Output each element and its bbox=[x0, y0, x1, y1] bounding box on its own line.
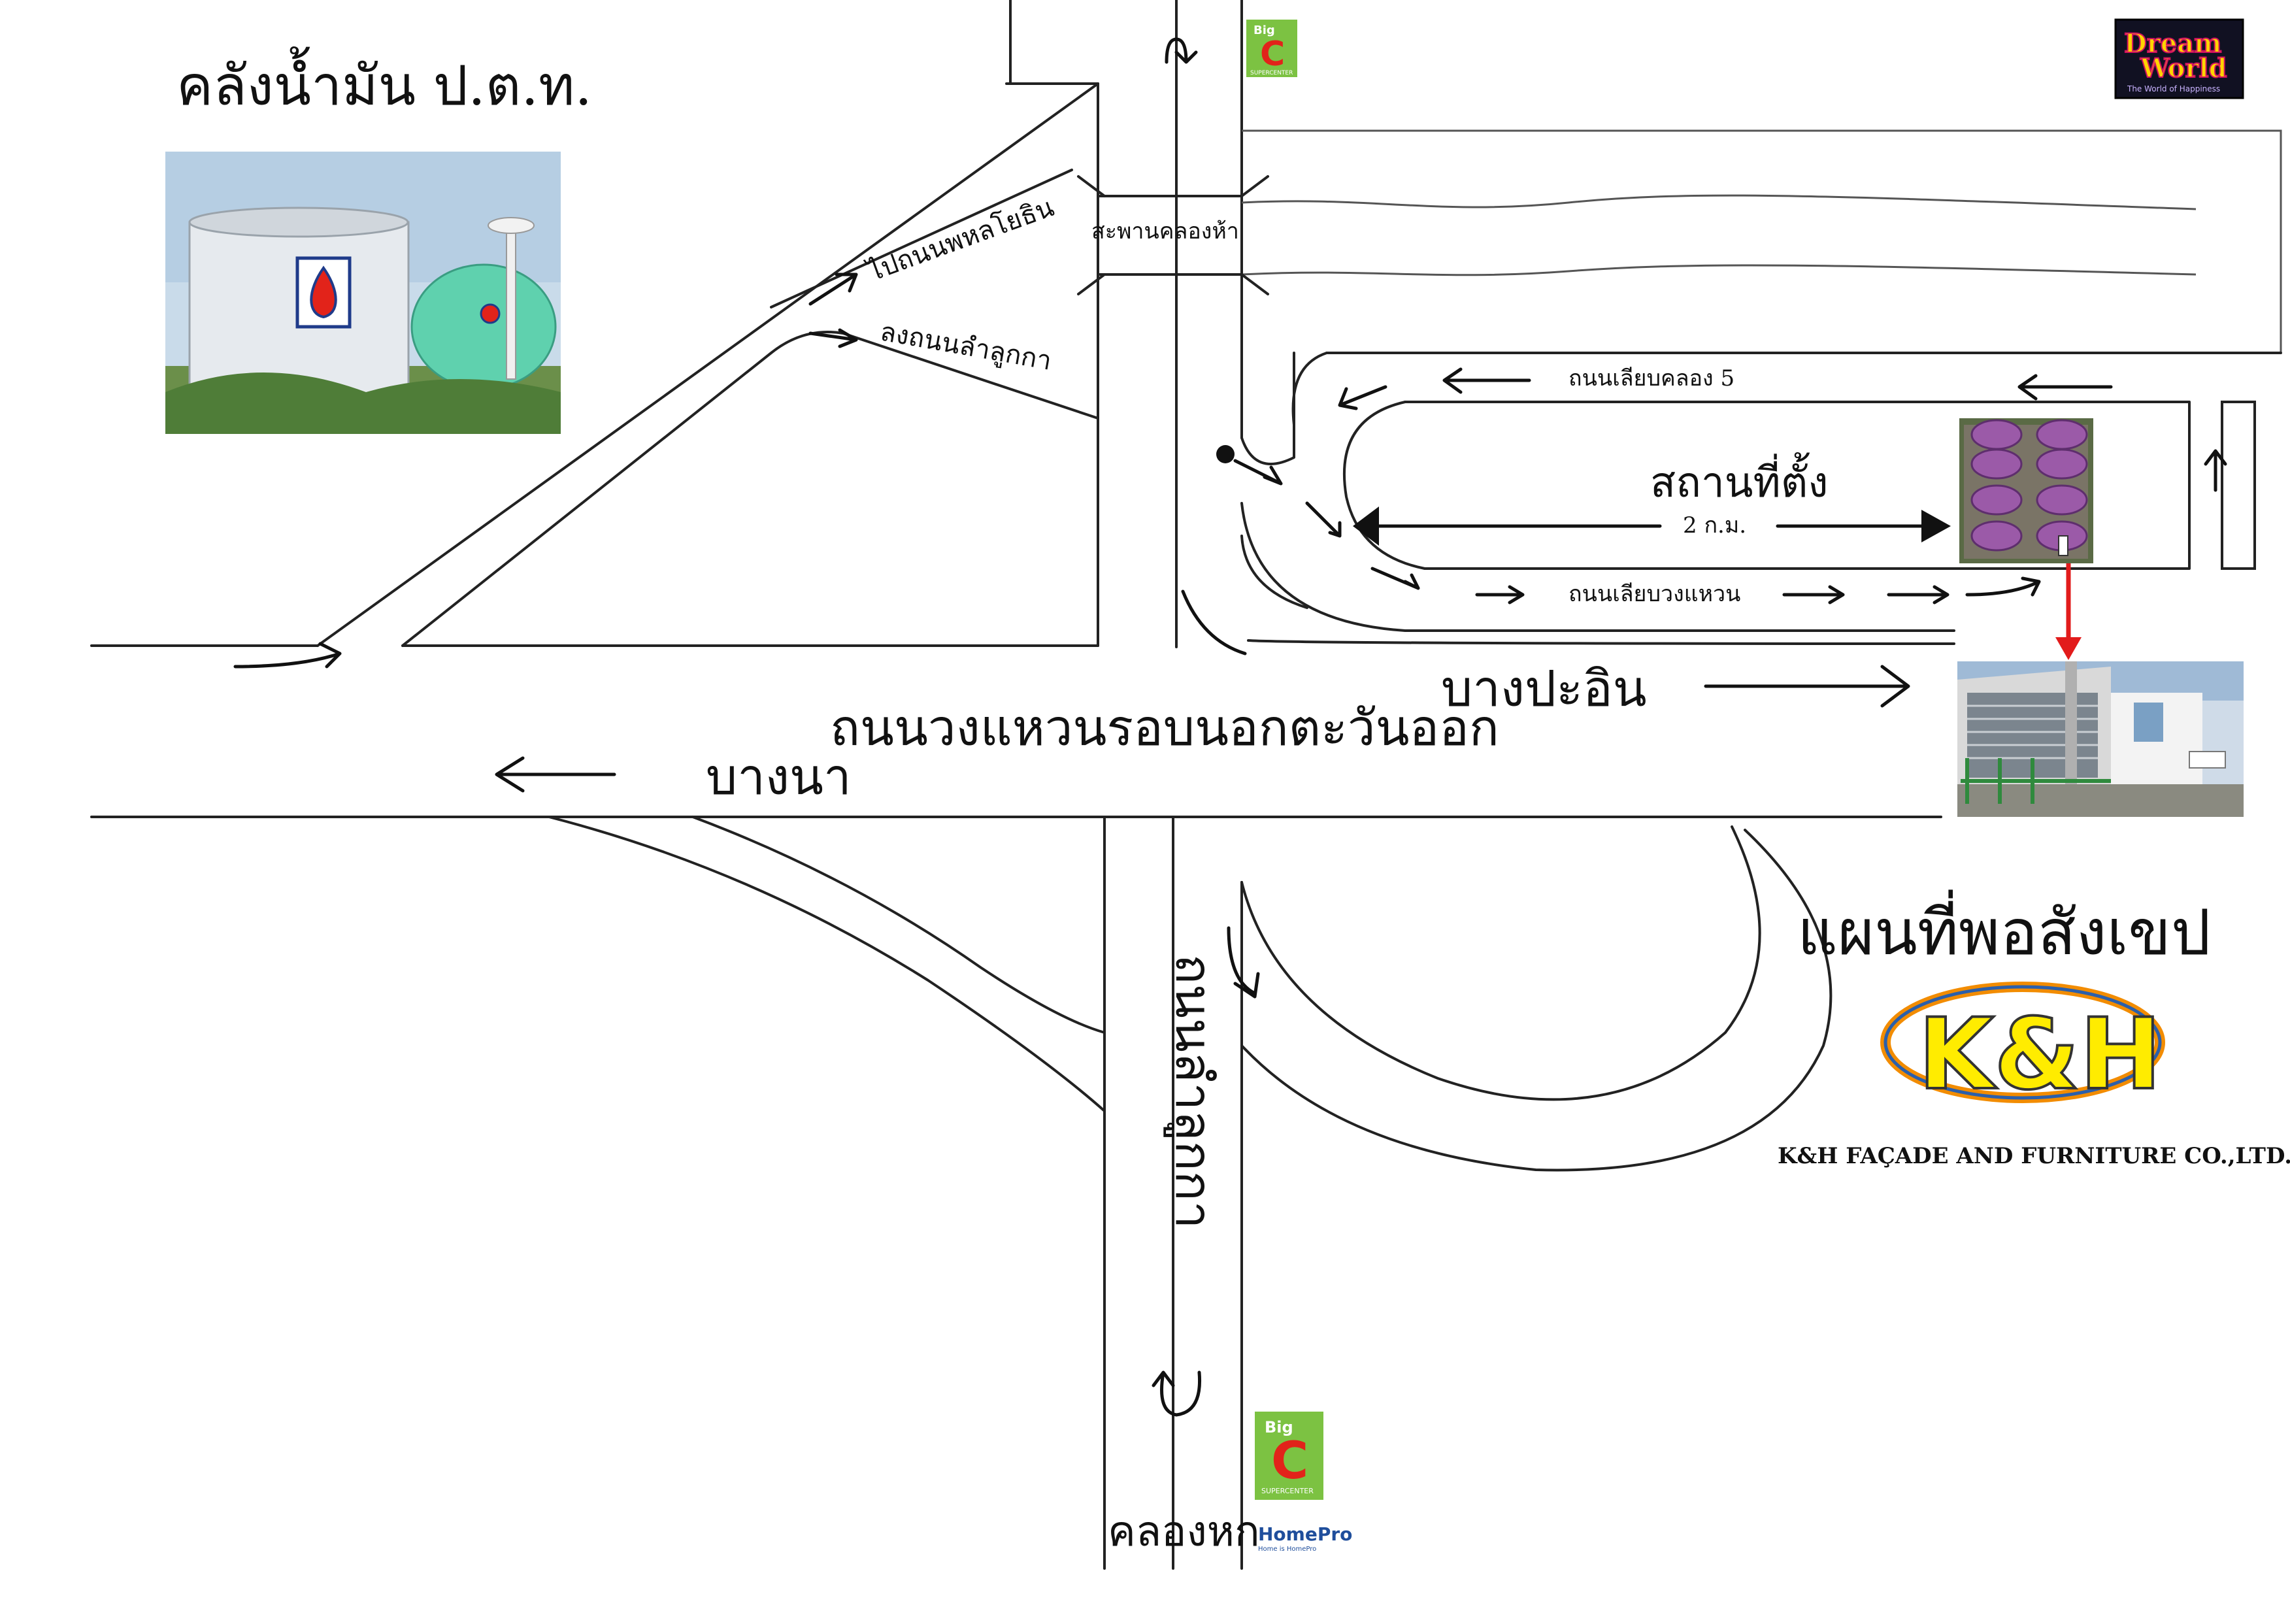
khlong-hok-label: คลองหก bbox=[1108, 1508, 1260, 1556]
arrow-to-bang-na bbox=[495, 756, 616, 793]
arrow-ring-frontage-3 bbox=[1782, 585, 1845, 605]
to-lam-luk-ka-label: ลงถนนลำลูกกา bbox=[878, 317, 1054, 376]
bigc-top-word: Big bbox=[1253, 24, 1275, 37]
bigc-top-letter: C bbox=[1260, 35, 1285, 74]
distance-label: 2 ก.ม. bbox=[1683, 512, 1746, 539]
bigc-bottom-word: Big bbox=[1265, 1418, 1293, 1436]
arrow-entry-1 bbox=[1233, 459, 1283, 486]
dream-world-tagline: The World of Happiness bbox=[2127, 84, 2220, 93]
cloverleaf-inner bbox=[1240, 825, 1761, 1101]
to-phahonyothin-label: ไปถนนพหลโยธิน bbox=[863, 192, 1058, 288]
factory-aerial-photo bbox=[1959, 418, 2093, 563]
u-turn-top bbox=[1165, 37, 1198, 64]
ring-frontage-outer bbox=[1240, 502, 1955, 632]
location-label: สถานที่ตั้ง bbox=[1650, 452, 1829, 507]
ramp-to-phahonyothin-outer bbox=[316, 82, 1099, 647]
dream-world-line2: World bbox=[2140, 53, 2227, 84]
right-side-box bbox=[2221, 401, 2256, 570]
dream-world-logo: Dream World The World of Happiness bbox=[2114, 18, 2244, 99]
ring-road-north-edge-east bbox=[1247, 639, 1955, 645]
arrow-to-lam-luk-ka bbox=[808, 328, 858, 348]
bang-na-label: บางนา bbox=[706, 748, 852, 806]
sketch-map-title: แผนที่พอสังเขป bbox=[1797, 889, 2211, 969]
khlong-ha-bridge-label: สะพานคลองห้า bbox=[1091, 218, 1239, 244]
southwest-ramp-outer bbox=[548, 816, 1106, 1112]
road-network bbox=[90, 0, 2282, 1570]
arrow-ring-frontage-4 bbox=[1887, 585, 1950, 605]
factory-building-photo bbox=[1957, 661, 2244, 817]
bridge-deck bbox=[1097, 195, 1243, 276]
arrow-khlong5-mid bbox=[1442, 367, 1531, 394]
distance-arrowhead-left bbox=[1353, 506, 1379, 546]
arrow-west-entry bbox=[233, 642, 342, 669]
canal-north-bank bbox=[1241, 194, 2197, 210]
cloverleaf-outer bbox=[1240, 829, 1833, 1172]
arrow-khlong5-right bbox=[2017, 374, 2113, 401]
kh-logo-mark: K&H bbox=[1918, 998, 2162, 1112]
ptt-depot-label: คลังน้ำมัน ป.ต.ท. bbox=[176, 46, 592, 118]
bigc-logo-top: Big C SUPERCENTER bbox=[1246, 20, 1297, 77]
dream-world-line1: Dream bbox=[2124, 28, 2221, 59]
route-red-arrowhead bbox=[2055, 637, 2082, 660]
bigc-bottom-letter: C bbox=[1271, 1432, 1308, 1491]
arrow-ring-frontage-1 bbox=[1370, 567, 1420, 590]
kh-company-name: K&H FAÇADE AND FURNITURE CO.,LTD. bbox=[1778, 1143, 2290, 1169]
lam-luk-ka-road-label: ถนนลำลูกกา bbox=[1163, 954, 1223, 1229]
ramp-to-lamlukka-inner bbox=[401, 331, 1099, 647]
arrow-ring-frontage-5 bbox=[1965, 576, 2041, 597]
eastern-ring-road-label: ถนนวงแหวนรอบนอกตะวันออก bbox=[830, 699, 1499, 757]
arrow-ring-frontage-2 bbox=[1475, 585, 1525, 605]
homepro-word: HomePro bbox=[1258, 1523, 1352, 1545]
u-turn-bottom bbox=[1152, 1370, 1202, 1417]
arrow-khlong5-left bbox=[1338, 385, 1387, 410]
ptt-depot-photo bbox=[165, 152, 561, 434]
arrow-south-ramp bbox=[1227, 926, 1260, 999]
canal-frame bbox=[1242, 129, 2282, 353]
frontage-u-turn bbox=[1342, 401, 1426, 570]
direction-arrows bbox=[233, 37, 2227, 1417]
distance-arrowhead-right bbox=[1921, 510, 1951, 542]
junction-dot bbox=[1216, 445, 1235, 463]
ramp-lane-divider bbox=[770, 169, 1073, 308]
arrow-to-phahonyothin bbox=[808, 273, 858, 306]
bang-pa-in-label: บางปะอิน bbox=[1441, 659, 1647, 718]
ring-frontage-label: ถนนเลียบวงแหวน bbox=[1568, 581, 1740, 607]
bigc-logo-bottom: Big C SUPERCENTER bbox=[1255, 1412, 1323, 1500]
southwest-ramp-inner bbox=[691, 816, 1106, 1034]
homepro-logo: HomePro Home is HomePro bbox=[1258, 1523, 1352, 1553]
bigc-top-sub: SUPERCENTER bbox=[1250, 70, 1293, 76]
frontage-northwest-curve bbox=[1291, 352, 1328, 426]
ring-frontage-inner bbox=[1240, 535, 1308, 609]
homepro-tagline: Home is HomePro bbox=[1258, 1546, 1316, 1553]
canal-south-bank bbox=[1241, 264, 2197, 276]
frontage-curve-top bbox=[1240, 352, 1295, 465]
curve-accent bbox=[1181, 589, 1247, 655]
bridge-ends bbox=[1077, 175, 1269, 295]
khlong5-frontage-inner bbox=[1404, 401, 2191, 570]
arrow-up-right bbox=[2204, 449, 2227, 492]
bigc-bottom-sub: SUPERCENTER bbox=[1261, 1487, 1314, 1495]
khlong5-frontage-label: ถนนเลียบคลอง 5 bbox=[1568, 365, 1734, 391]
kh-logo: K&H K&H FAÇADE AND FURNITURE CO.,LTD. bbox=[1778, 982, 2290, 1169]
arrow-to-bang-pa-in bbox=[1704, 665, 1910, 708]
arrow-entry-2 bbox=[1305, 501, 1342, 538]
